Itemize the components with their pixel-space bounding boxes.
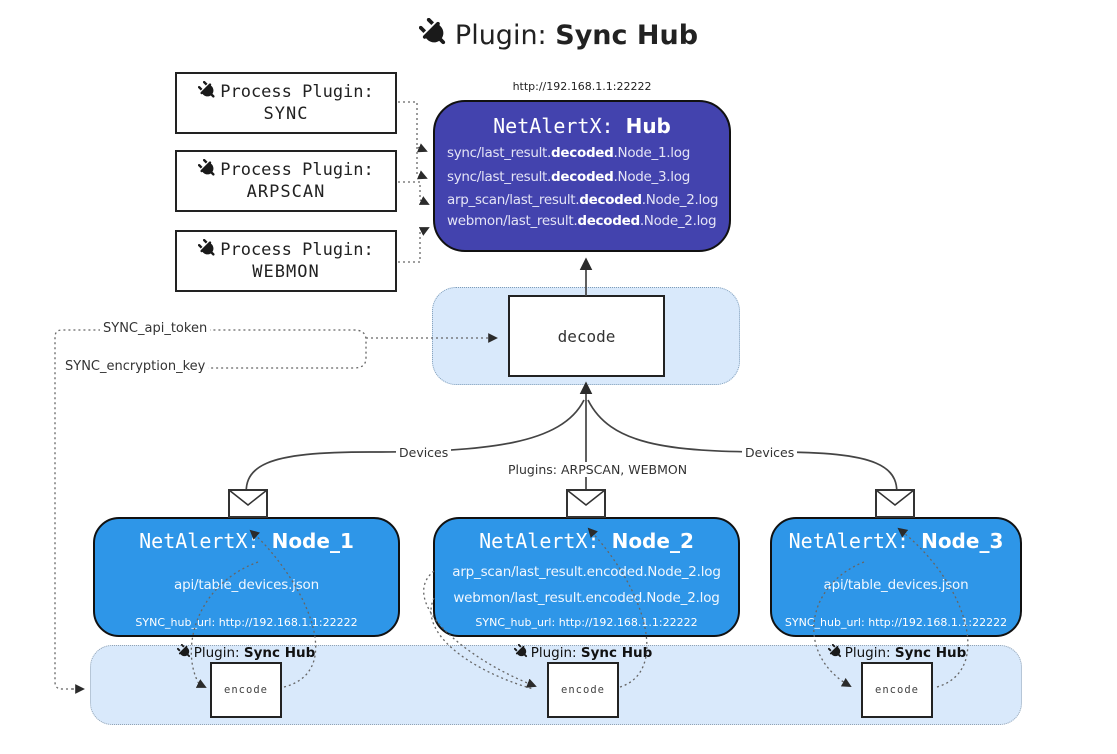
decode-box: decode — [508, 295, 665, 377]
sync-encryption-key-label: SYNC_encryption_key — [62, 359, 209, 374]
edge-label-devices-left: Devices — [396, 445, 452, 460]
plug-icon — [514, 644, 529, 659]
node-box-node1: NetAlertX: Node_1 api/table_devices.json… — [93, 517, 400, 637]
edge-label-plugins: Plugins: ARPSCAN, WEBMON — [505, 462, 691, 477]
hub-url-label: http://192.168.1.1:22222 — [512, 80, 652, 93]
process-plugin-name: SYNC — [263, 104, 309, 124]
plug-icon — [198, 81, 217, 100]
hub-log-line: sync/last_result.decoded.Node_3.log — [447, 168, 690, 185]
page-title-prefix: Plugin: — [454, 20, 547, 51]
node-box-node2: NetAlertX: Node_2 arp_scan/last_result.e… — [433, 517, 740, 637]
node-title: NetAlertX: Node_2 — [479, 529, 694, 553]
node-hub-url: SYNC_hub_url: http://192.168.1.1:22222 — [135, 616, 358, 629]
encoder-group-node1: Plugin: Sync Hub encode — [171, 644, 321, 718]
page-title-name: Sync Hub — [555, 20, 699, 51]
node-file: arp_scan/last_result.encoded.Node_2.log — [452, 563, 721, 580]
envelope-icon — [875, 489, 915, 518]
encode-box: encode — [210, 662, 282, 718]
plug-icon — [198, 159, 217, 178]
connector-sync-to-hub-1 — [398, 101, 428, 153]
hub-log-line: arp_scan/last_result.decoded.Node_2.log — [447, 192, 719, 208]
encoder-group-node2: Plugin: Sync Hub encode — [508, 644, 658, 718]
node-box-node3: NetAlertX: Node_3 api/table_devices.json… — [770, 517, 1022, 637]
connector-webmon-to-hub — [398, 227, 430, 263]
node-hub-url: SYNC_hub_url: http://192.168.1.1:22222 — [784, 616, 1008, 629]
connector-arpscan-to-hub — [398, 181, 430, 205]
envelope-icon — [566, 489, 606, 518]
hub-title: NetAlertX: Hub — [493, 114, 671, 138]
page-title: Plugin: Sync Hub — [0, 18, 1117, 51]
encode-box: encode — [861, 662, 933, 718]
encoder-label: Plugin: Sync Hub — [828, 644, 966, 661]
plug-icon — [828, 644, 843, 659]
plug-icon — [198, 239, 217, 258]
encoder-group-node3: Plugin: Sync Hub encode — [822, 644, 972, 718]
hub-log-line: webmon/last_result.decoded.Node_2.log — [447, 212, 717, 229]
node-file: api/table_devices.json — [823, 576, 969, 593]
edge-label-devices-right: Devices — [742, 445, 798, 460]
process-plugin-label: Process Plugin: — [220, 160, 374, 180]
node-file: api/table_devices.json — [174, 576, 319, 593]
connector-sync-to-hub-2 — [416, 147, 428, 180]
process-plugin-box-webmon: Process Plugin: WEBMON — [175, 230, 397, 292]
envelope-icon — [228, 489, 268, 518]
hub-log-line: sync/last_result.decoded.Node_1.log — [447, 145, 690, 161]
process-plugin-name: ARPSCAN — [246, 182, 326, 202]
plug-icon — [177, 644, 192, 659]
process-plugin-label: Process Plugin: — [220, 82, 374, 102]
encoder-label: Plugin: Sync Hub — [177, 644, 315, 661]
node-title: NetAlertX: Node_3 — [788, 529, 1004, 553]
process-plugin-box-arpscan: Process Plugin: ARPSCAN — [175, 150, 397, 212]
sync-api-token-label: SYNC_api_token — [100, 321, 211, 336]
process-plugin-box-sync: Process Plugin: SYNC — [175, 72, 397, 134]
plug-icon — [419, 18, 449, 48]
hub-box: NetAlertX: Hub sync/last_result.decoded.… — [433, 100, 731, 252]
node-file: webmon/last_result.encoded.Node_2.log — [453, 589, 720, 606]
encoder-label: Plugin: Sync Hub — [514, 644, 652, 661]
process-plugin-name: WEBMON — [252, 262, 320, 282]
node-hub-url: SYNC_hub_url: http://192.168.1.1:22222 — [475, 616, 698, 629]
encode-box: encode — [547, 662, 619, 718]
process-plugin-label: Process Plugin: — [220, 240, 374, 260]
node-title: NetAlertX: Node_1 — [139, 529, 354, 553]
